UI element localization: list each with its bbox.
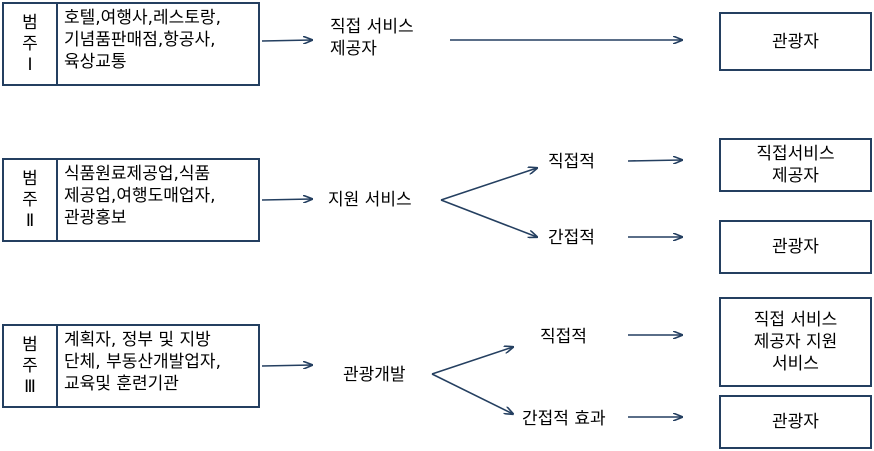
category-2-service: 지원 서비스 (328, 190, 412, 210)
category-3-description: 계획자, 정부 및 지방 단체, 부동산개발업자, 교육및 훈련기관 (64, 330, 221, 394)
category-3-service: 관광개발 (343, 365, 406, 385)
category-2-box: 범 주 Ⅱ 식품원료제공업,식품 제공업,여행도매업자, 관광홍보 (2, 158, 260, 242)
arrow-cat2-branch-up (440, 168, 537, 201)
arrow-cat3-branch-down (431, 373, 513, 414)
category-1-target-box: 관광자 (719, 12, 872, 71)
category-1-box: 범 주 Ⅰ 호텔,여행사,레스토랑, 기념품판매점,항공사, 육상교통 (2, 2, 260, 86)
category-1-label: 범 주 Ⅰ (4, 4, 58, 84)
arrow-cat3-to-service (261, 365, 312, 366)
arrow-cat1-to-service (261, 40, 312, 41)
category-3-box: 범 주 Ⅲ 계획자, 정부 및 지방 단체, 부동산개발업자, 교육및 훈련기관 (2, 324, 260, 408)
category-3-target-direct-box: 직접 서비스 제공자 지원 서비스 (719, 297, 872, 387)
category-3-branch-indirect: 간접적 효과 (522, 409, 606, 429)
category-2-branch-indirect: 간접적 (548, 228, 595, 248)
arrow-cat2-to-service (261, 199, 312, 200)
category-2-target-indirect-box: 관광자 (719, 220, 872, 274)
category-1-description: 호텔,여행사,레스토랑, 기념품판매점,항공사, 육상교통 (64, 8, 221, 72)
category-2-branch-direct: 직접적 (548, 152, 595, 172)
category-1-service: 직접 서비스 제공자 (330, 17, 414, 59)
category-3-label: 범 주 Ⅲ (4, 326, 58, 406)
category-3-branch-direct: 직접적 (540, 327, 587, 347)
category-2-description: 식품원료제공업,식품 제공업,여행도매업자, 관광홍보 (64, 164, 216, 228)
arrow-cat2-branch-down (440, 199, 537, 237)
arrow-cat3-branch-up (431, 347, 513, 375)
category-3-target-indirect-box: 관광자 (719, 395, 872, 449)
category-2-label: 범 주 Ⅱ (4, 160, 58, 240)
arrow-cat2-direct-to-target (627, 160, 682, 161)
category-2-target-direct-box: 직접서비스 제공자 (719, 138, 872, 192)
